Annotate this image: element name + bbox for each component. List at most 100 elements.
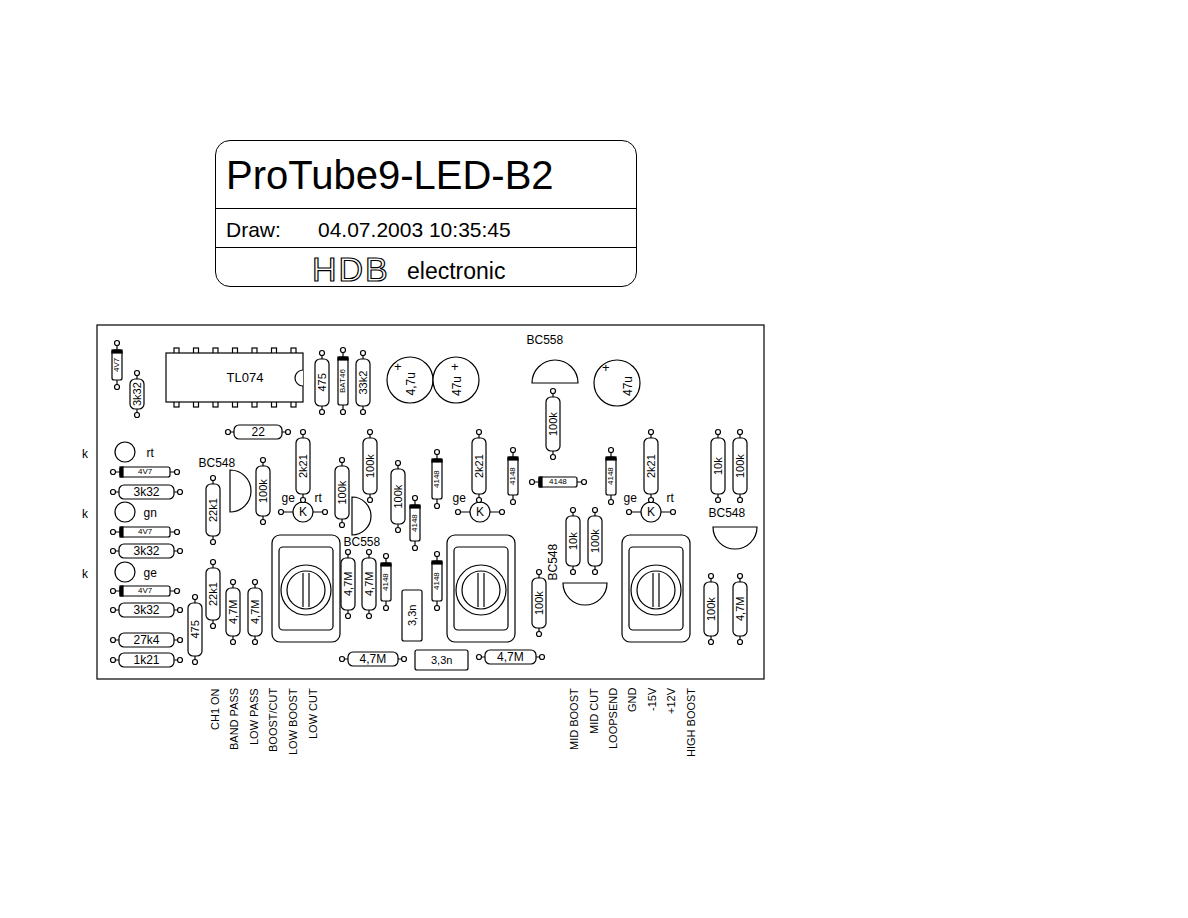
resistor-value: 1k21 bbox=[134, 654, 160, 666]
potentiometer-knob bbox=[287, 571, 325, 609]
solder-pad bbox=[716, 430, 721, 435]
resistor-symbol bbox=[119, 544, 174, 558]
transistor-symbol bbox=[230, 470, 251, 512]
solder-pad bbox=[111, 638, 116, 643]
solder-pad bbox=[340, 458, 345, 463]
diode-band bbox=[112, 350, 122, 353]
solder-pad bbox=[346, 550, 351, 555]
drawing-date: 04.07.2003 10:35:45 bbox=[318, 219, 511, 240]
part-label: k bbox=[82, 568, 88, 580]
resistor-symbol bbox=[356, 359, 370, 406]
resistor-value: 100k bbox=[534, 591, 545, 615]
diode-label: 4148 bbox=[382, 573, 390, 591]
solder-pad bbox=[671, 510, 676, 515]
resistor-value: 100k bbox=[706, 597, 717, 621]
capacitor-symbol bbox=[402, 590, 422, 641]
resistor-symbol bbox=[119, 653, 174, 667]
pin-name: LOW PASS bbox=[249, 688, 260, 745]
resistor-symbol bbox=[335, 466, 349, 519]
potentiometer-knob bbox=[281, 565, 331, 615]
lead-wire bbox=[658, 573, 659, 607]
solder-pad bbox=[323, 510, 328, 515]
resistor-value: 100k bbox=[590, 529, 601, 553]
solder-pad bbox=[320, 410, 325, 415]
resistor-value: 100k bbox=[258, 479, 269, 503]
diode-label: 4V7 bbox=[138, 528, 152, 536]
solder-pad bbox=[413, 546, 418, 551]
separator-line bbox=[216, 247, 636, 248]
resistor-symbol bbox=[532, 578, 546, 628]
transistor-symbol bbox=[532, 360, 578, 383]
solder-pad bbox=[253, 580, 258, 585]
part-label: + bbox=[602, 361, 610, 374]
potentiometer-knob bbox=[637, 571, 675, 609]
solder-pad bbox=[111, 549, 116, 554]
solder-pad bbox=[551, 455, 556, 460]
solder-pad bbox=[609, 448, 614, 453]
potentiometer-frame bbox=[447, 535, 515, 642]
solder-pad bbox=[340, 523, 345, 528]
resistor-symbol bbox=[119, 603, 174, 617]
resistor-value: 33k2 bbox=[358, 371, 369, 395]
solder-pad bbox=[135, 371, 140, 376]
part-label: BC558 bbox=[344, 536, 381, 548]
solder-pad bbox=[709, 574, 714, 579]
solder-pad bbox=[253, 640, 258, 645]
pin-name: HIGH BOOST bbox=[686, 688, 697, 757]
solder-pad bbox=[261, 520, 266, 525]
solder-pad bbox=[384, 606, 389, 611]
solder-pad bbox=[511, 448, 516, 453]
diode-label: 4148 bbox=[509, 467, 517, 485]
solder-pad bbox=[341, 348, 346, 353]
solder-pad bbox=[384, 554, 389, 559]
solder-pad bbox=[193, 595, 198, 600]
solder-pad bbox=[226, 430, 231, 435]
pin-name: MID BOOST bbox=[569, 688, 580, 750]
solder-pad bbox=[320, 351, 325, 356]
solder-pad bbox=[435, 450, 440, 455]
solder-pad bbox=[135, 413, 140, 418]
potentiometer-knob bbox=[462, 571, 500, 609]
diode-band bbox=[381, 563, 391, 566]
transistor-symbol bbox=[713, 527, 757, 549]
solder-pad bbox=[178, 549, 183, 554]
solder-pad bbox=[540, 655, 545, 660]
pin-name: BAND PASS bbox=[229, 688, 240, 750]
resistor-value: 3k32 bbox=[132, 382, 143, 406]
resistor-symbol bbox=[188, 603, 202, 656]
diode-symbol bbox=[338, 357, 348, 405]
resistor-value: 4,7M bbox=[343, 572, 354, 596]
led-symbol bbox=[115, 502, 135, 522]
part-label: rt bbox=[147, 447, 154, 459]
diode-label: BAT46 bbox=[339, 369, 347, 393]
resistor-symbol bbox=[348, 652, 398, 666]
pin-name: +12V bbox=[666, 688, 677, 714]
separator-line bbox=[216, 208, 636, 209]
resistor-symbol bbox=[226, 588, 240, 636]
resistor-value: 4,7M bbox=[250, 600, 261, 624]
led-symbol bbox=[115, 562, 135, 582]
diode-band bbox=[508, 457, 518, 460]
solder-pad bbox=[571, 508, 576, 513]
solder-pad bbox=[738, 430, 743, 435]
solder-pad bbox=[456, 510, 461, 515]
lead-wire bbox=[483, 573, 484, 607]
resistor-symbol bbox=[315, 359, 329, 406]
solder-pad bbox=[551, 389, 556, 394]
resistor-symbol bbox=[362, 558, 376, 610]
pin-name: MID CUT bbox=[589, 688, 600, 734]
solder-pad bbox=[367, 550, 372, 555]
part-label: K bbox=[647, 506, 655, 518]
solder-pad bbox=[477, 655, 482, 660]
solder-pad bbox=[609, 500, 614, 505]
solder-pad bbox=[649, 430, 654, 435]
resistor-value: 22k1 bbox=[208, 498, 219, 522]
diode-label: 4148 bbox=[549, 478, 567, 486]
lead-wire bbox=[477, 573, 478, 607]
resistor-value: 4,7M bbox=[497, 651, 524, 663]
solder-pad bbox=[193, 660, 198, 665]
diode-symbol bbox=[120, 586, 170, 596]
solder-pad bbox=[111, 658, 116, 663]
diode-label: 4148 bbox=[607, 467, 615, 485]
